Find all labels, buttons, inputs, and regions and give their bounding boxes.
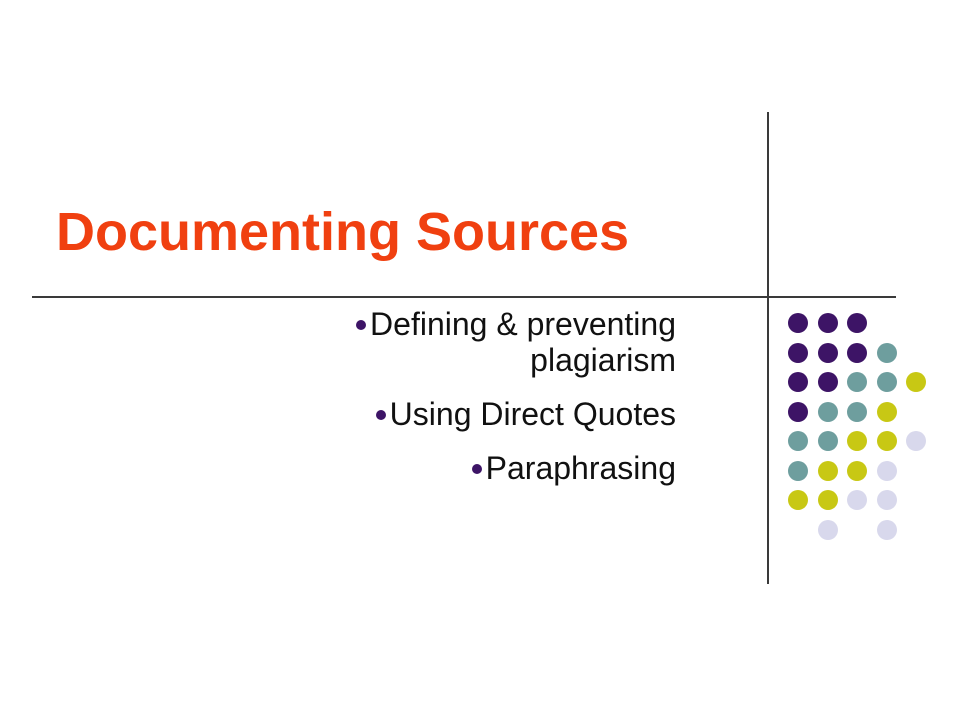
bullet-item-plagiarism: Defining & preventing plagiarism [230, 306, 676, 378]
decorative-dot-icon [877, 520, 897, 540]
vertical-divider-line [767, 112, 769, 584]
decorative-dot-icon [847, 402, 867, 422]
decorative-dot-icon [818, 431, 838, 451]
decorative-dot-icon [877, 490, 897, 510]
decorative-dot-icon [906, 431, 926, 451]
decorative-dot-icon [818, 313, 838, 333]
bullet-text: Using Direct Quotes [389, 396, 676, 432]
decorative-dot-icon [877, 343, 897, 363]
bullet-item-direct-quotes: Using Direct Quotes [230, 396, 676, 432]
decorative-dot-icon [788, 343, 808, 363]
decorative-dot-icon [788, 402, 808, 422]
decorative-dot-icon [788, 461, 808, 481]
decorative-dot-icon [906, 372, 926, 392]
bullet-list: Defining & preventing plagiarism Using D… [230, 306, 676, 504]
decorative-dot-icon [847, 313, 867, 333]
decorative-dot-icon [877, 372, 897, 392]
decorative-dot-icon [877, 431, 897, 451]
decorative-dot-icon [847, 461, 867, 481]
horizontal-divider-line [32, 296, 896, 298]
decorative-dot-icon [877, 461, 897, 481]
decorative-dot-icon [847, 343, 867, 363]
decorative-dot-icon [788, 313, 808, 333]
decorative-dot-icon [788, 372, 808, 392]
decorative-dot-icon [818, 372, 838, 392]
bullet-item-paraphrasing: Paraphrasing [230, 450, 676, 486]
decorative-dot-icon [788, 431, 808, 451]
decorative-dot-icon [877, 402, 897, 422]
decorative-dot-icon [818, 490, 838, 510]
decorative-dot-icon [818, 343, 838, 363]
decorative-dot-icon [847, 431, 867, 451]
bullet-text: Paraphrasing [485, 450, 676, 486]
decorative-dot-icon [847, 490, 867, 510]
decorative-dot-icon [847, 372, 867, 392]
bullet-dot-icon [356, 319, 367, 330]
decorative-dot-icon [818, 461, 838, 481]
bullet-text: Defining & preventing plagiarism [370, 306, 676, 378]
decorative-dot-icon [818, 402, 838, 422]
bullet-dot-icon [375, 409, 386, 420]
decorative-dot-icon [788, 490, 808, 510]
decorative-dot-icon [818, 520, 838, 540]
bullet-dot-icon [471, 463, 482, 474]
slide-title: Documenting Sources [56, 202, 630, 262]
